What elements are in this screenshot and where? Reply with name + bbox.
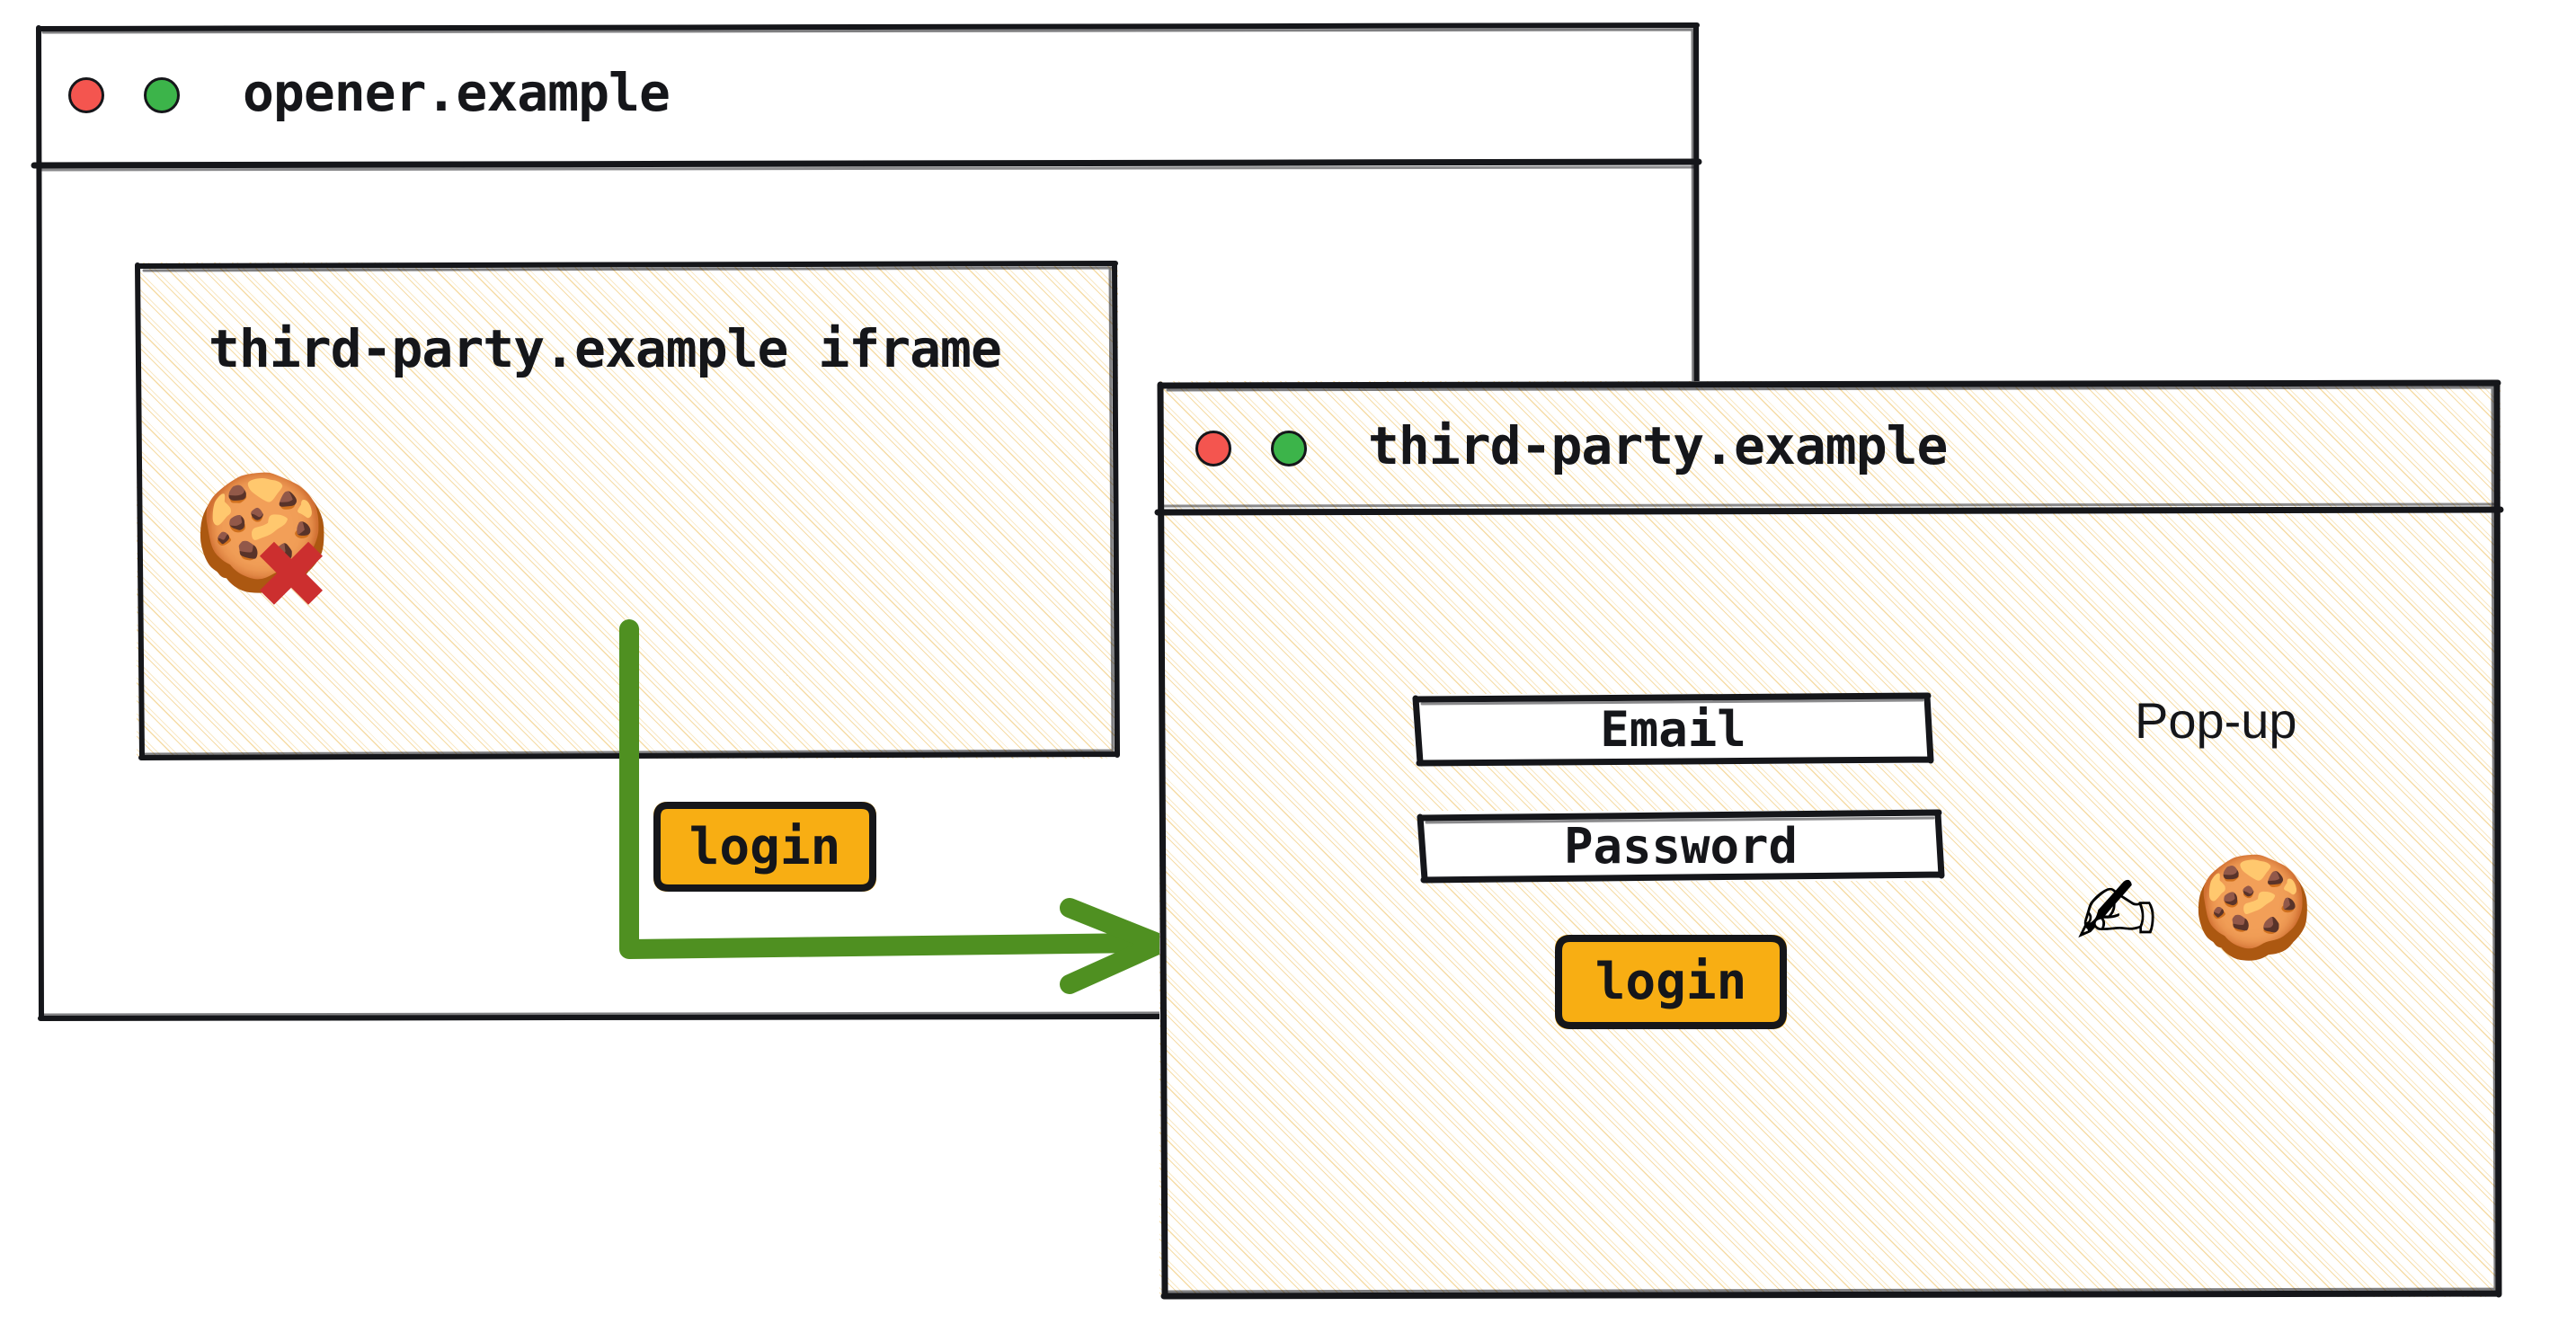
cross-mark-icon: ✖: [252, 520, 331, 630]
email-field[interactable]: Email: [1412, 692, 1934, 767]
popup-browser-window: third-party.example Email Password Pop-u…: [1154, 379, 2504, 1300]
opener-window-title: opener.example: [243, 62, 671, 123]
password-field-value: Password: [1563, 817, 1799, 875]
cookie-icon: 🍪: [2191, 849, 2314, 964]
close-dot[interactable]: [68, 77, 104, 113]
cookie-signing-group: ✍ 🍪: [2076, 857, 2382, 974]
iframe-login-button[interactable]: login: [653, 802, 876, 892]
popup-titlebar: third-party.example: [1159, 381, 2500, 514]
blocked-cookie-group: 🍪 ✖: [192, 476, 381, 643]
third-party-iframe: third-party.example iframe 🍪 ✖ login: [135, 261, 1120, 892]
close-dot[interactable]: [1195, 431, 1231, 467]
popup-annotation-label: Pop-up: [2135, 692, 2297, 749]
popup-login-button[interactable]: login: [1555, 935, 1787, 1029]
email-field-value: Email: [1600, 700, 1746, 758]
cookie-icon: 🍪: [192, 467, 333, 598]
opener-titlebar: opener.example: [38, 23, 1699, 166]
password-field[interactable]: Password: [1417, 809, 1945, 884]
writing-hand-icon: ✍: [2076, 857, 2158, 969]
maximize-dot[interactable]: [144, 77, 180, 113]
popup-window-title: third-party.example: [1368, 415, 1948, 476]
maximize-dot[interactable]: [1271, 431, 1307, 467]
popup-login-label: login: [1594, 953, 1747, 1011]
iframe-title: third-party.example iframe: [209, 318, 1002, 379]
iframe-login-label: login: [688, 817, 841, 876]
